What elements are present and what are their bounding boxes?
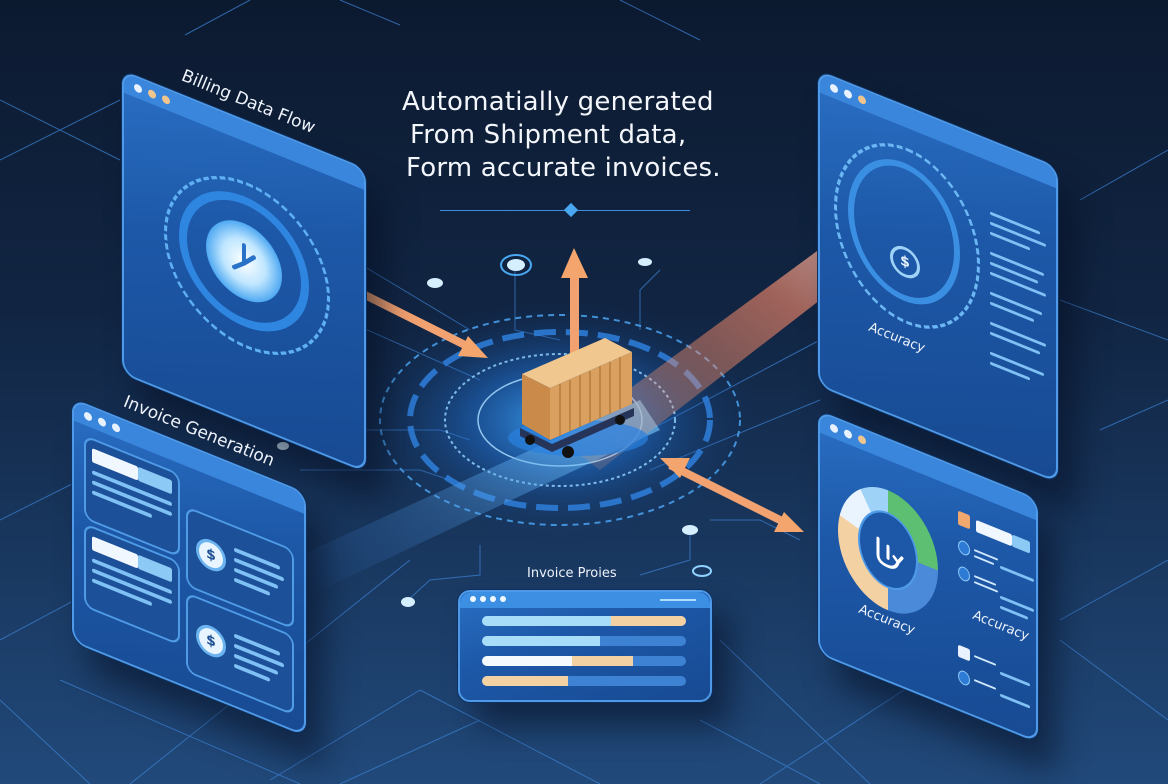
window-dot-icon	[148, 88, 156, 100]
progress-segment	[482, 656, 572, 666]
window-dot-icon	[500, 596, 506, 602]
text-line	[1000, 693, 1030, 709]
refresh-check-icon	[858, 500, 918, 601]
progress-segment	[571, 656, 633, 666]
progress-segment	[610, 616, 686, 626]
hud-ring	[848, 140, 960, 324]
window-dot-icon	[162, 94, 170, 106]
headline-line-2: From Shipment data,	[410, 120, 687, 150]
progress-bar-1	[482, 616, 686, 626]
window-dot-icon	[844, 428, 852, 440]
headline: Automatially generated From Shipment dat…	[402, 86, 762, 185]
dollar-icon: $	[196, 534, 226, 577]
window-dot-icon	[858, 94, 866, 106]
window-dot-icon	[470, 596, 476, 602]
progress-segment	[482, 636, 601, 646]
accuracy-donut-chart	[838, 470, 938, 631]
progress-segment	[482, 616, 611, 626]
info-icon	[958, 538, 970, 558]
window-dot-icon	[844, 88, 852, 100]
titlebar-line	[660, 599, 696, 601]
window-dot-icon	[490, 596, 496, 602]
text-line	[990, 301, 1034, 323]
progress-bar-4	[482, 676, 686, 686]
window-dot-icon	[480, 596, 486, 602]
window-dot-icon	[830, 82, 838, 95]
image-icon	[958, 644, 970, 662]
progress-segment	[482, 676, 568, 686]
window-dot-icon	[134, 82, 142, 95]
billing-data-flow-panel	[122, 70, 366, 473]
window-dot-icon	[84, 410, 92, 423]
window-titlebar	[460, 592, 710, 608]
text-line	[1000, 671, 1030, 687]
window-dot-icon	[858, 434, 866, 446]
clock-icon	[206, 207, 282, 315]
text-line	[974, 655, 996, 666]
window-dot-icon	[112, 422, 120, 434]
progress-bar-2	[482, 636, 686, 646]
window-dot-icon	[98, 416, 106, 428]
headline-line-1: Automatially generated	[402, 87, 714, 117]
dollar-icon: $	[196, 620, 226, 663]
settings-icon	[958, 564, 970, 584]
text-line	[1000, 565, 1034, 583]
user-icon	[958, 510, 970, 530]
headline-line-3: Form accurate invoices.	[406, 153, 721, 183]
progress-bar-fill	[976, 519, 1012, 547]
progress-bar-3	[482, 656, 686, 666]
invoice-proies-panel	[458, 590, 712, 702]
shipping-container-icon	[508, 338, 648, 458]
accuracy-panel-bottom	[818, 410, 1038, 743]
window-dot-icon	[830, 422, 838, 435]
text-line	[974, 679, 996, 690]
progress-bar-track	[1012, 534, 1030, 554]
info-icon	[958, 668, 970, 688]
invoice-proies-title: Invoice Proies	[527, 566, 617, 581]
